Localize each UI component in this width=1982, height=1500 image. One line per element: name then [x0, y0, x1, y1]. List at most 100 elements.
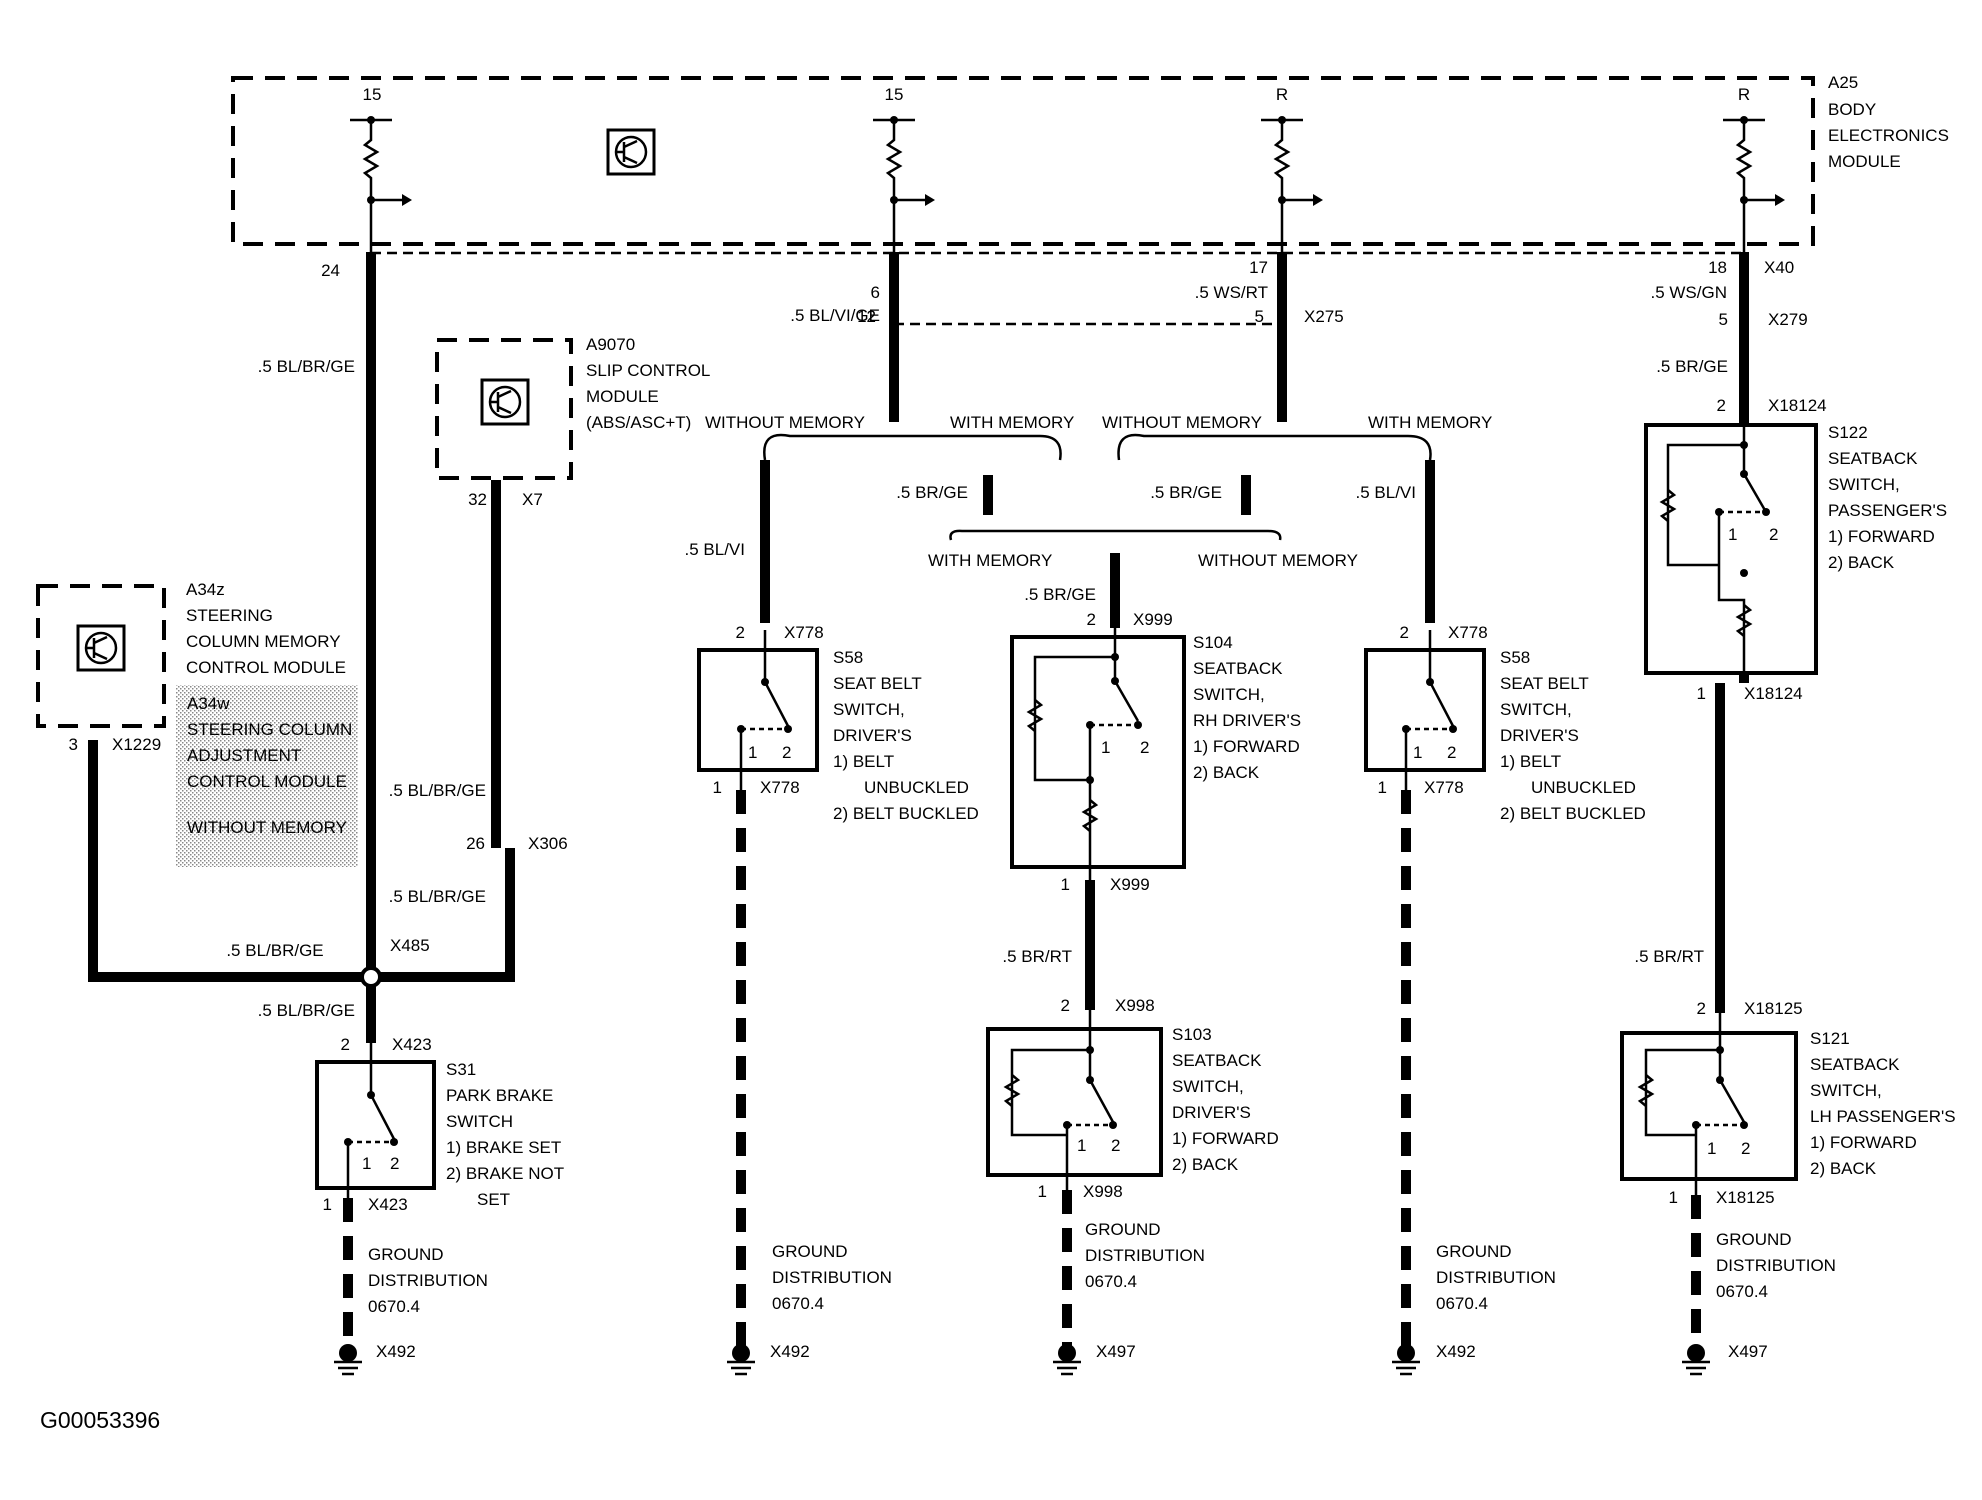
- seatback-switch-chain-middle: WITH MEMORY WITHOUT MEMORY .5 BR/GE 2 X9…: [928, 529, 1358, 1376]
- s103-pos-label-1: 1) FORWARD: [1172, 1129, 1279, 1148]
- connector-x998-bottom: X998: [1083, 1182, 1123, 1201]
- seat-belt-switch-circuit-left: 6 .5 BL/VI/GE 12 WITHOUT MEMORY WITH MEM…: [685, 252, 1074, 1376]
- wire-label-br-ge-3: .5 BR/GE: [1024, 585, 1096, 604]
- s31-id: S31: [446, 1060, 476, 1079]
- s58-left-pos-label-2: UNBUCKLED: [864, 778, 969, 797]
- a25-pullup-channels: [350, 116, 1785, 252]
- connector-x778-right-top: X778: [1448, 623, 1488, 642]
- ground-5-icon: [1682, 1344, 1710, 1376]
- connector-x999-bottom: X999: [1110, 875, 1150, 894]
- a9070-name-3: (ABS/ASC+T): [586, 413, 691, 432]
- s104-id: S104: [1193, 633, 1233, 652]
- wire-label-br-ge-1: .5 BR/GE: [896, 483, 968, 502]
- wire-label-bl-br-ge-3: .5 BL/BR/GE: [389, 887, 486, 906]
- pin-3: 3: [69, 735, 78, 754]
- ground-1-line-3: 0670.4: [368, 1297, 420, 1316]
- a34z-steering-column-memory-module: A34z STEERING COLUMN MEMORY CONTROL MODU…: [36, 580, 346, 728]
- s122-pos-1: 1: [1728, 525, 1737, 544]
- pin-6: 6: [871, 283, 880, 302]
- s58-left-pos-1: 1: [748, 743, 757, 762]
- a9070-slip-control-module: A9070 SLIP CONTROL MODULE (ABS/ASC+T): [435, 335, 710, 480]
- s121-pin-1: 1: [1669, 1188, 1678, 1207]
- s121-name-1: SEATBACK: [1810, 1055, 1900, 1074]
- connector-x40: X40: [1764, 258, 1794, 277]
- s121-name-2: SWITCH,: [1810, 1081, 1882, 1100]
- s121-pos-label-2: 2) BACK: [1810, 1159, 1877, 1178]
- a34z-id: A34z: [186, 580, 225, 599]
- s58-right-pos-2: 2: [1447, 743, 1456, 762]
- ground-4-line-1: GROUND: [1436, 1242, 1512, 1261]
- s58-right-name-3: DRIVER'S: [1500, 726, 1579, 745]
- connector-x778-left-bottom: X778: [760, 778, 800, 797]
- ground-1-connector: X492: [376, 1342, 416, 1361]
- pullup-channel-4: [1723, 116, 1785, 252]
- ground-5-line-2: DISTRIBUTION: [1716, 1256, 1836, 1275]
- ground-2-line-2: DISTRIBUTION: [772, 1268, 892, 1287]
- wire-label-ws-gn: .5 WS/GN: [1650, 283, 1727, 302]
- s58-right-pin-2: 2: [1400, 623, 1409, 642]
- ground-2-line-1: GROUND: [772, 1242, 848, 1261]
- ground-5-line-1: GROUND: [1716, 1230, 1792, 1249]
- a34w-shaded-note: A34w STEERING COLUMN ADJUSTMENT CONTROL …: [176, 685, 358, 867]
- wire-label-bl-br-ge-2: .5 BL/BR/GE: [389, 781, 486, 800]
- s103-pos-2: 2: [1111, 1136, 1120, 1155]
- option-without-memory-3: WITHOUT MEMORY: [1198, 551, 1358, 570]
- connector-x423-top: X423: [392, 1035, 432, 1054]
- s58-right-pin-1: 1: [1378, 778, 1387, 797]
- connector-x306: X306: [528, 834, 568, 853]
- connector-x18125-top: X18125: [1744, 999, 1803, 1018]
- s121-pos-label-1: 1) FORWARD: [1810, 1133, 1917, 1152]
- s31-pin-2: 2: [341, 1035, 350, 1054]
- a9070-transistor-icon: [480, 378, 530, 426]
- s31-pin-1: 1: [323, 1195, 332, 1214]
- s122-id: S122: [1828, 423, 1868, 442]
- connector-x275: X275: [1304, 307, 1344, 326]
- s58-left-pos-label-1: 1) BELT: [833, 752, 894, 771]
- s122-seatback-switch-passengers: [1644, 423, 1818, 675]
- pin-5-x279: 5: [1719, 310, 1728, 329]
- s122-name-1: SEATBACK: [1828, 449, 1918, 468]
- s121-pos-2: 2: [1741, 1139, 1750, 1158]
- s58-left-pos-2: 2: [782, 743, 791, 762]
- wire-label-bl-br-ge-4: .5 BL/BR/GE: [226, 941, 323, 960]
- s104-pos-2: 2: [1140, 738, 1149, 757]
- wire-label-bl-vi-ge: .5 BL/VI/GE: [790, 306, 880, 325]
- pullup-channel-1: [350, 116, 412, 252]
- s103-name-2: SWITCH,: [1172, 1077, 1244, 1096]
- s31-name-1: PARK BRAKE: [446, 1086, 553, 1105]
- a34z-name-3: CONTROL MODULE: [186, 658, 346, 677]
- connector-x778-left-top: X778: [784, 623, 824, 642]
- ground-2-icon: [727, 1344, 755, 1376]
- option-with-memory-3: WITH MEMORY: [928, 551, 1052, 570]
- s58-left-id: S58: [833, 648, 863, 667]
- connector-x999-top: X999: [1133, 610, 1173, 629]
- pin-26: 26: [466, 834, 485, 853]
- s58-left-name-1: SEAT BELT: [833, 674, 922, 693]
- s121-pin-2: 2: [1697, 999, 1706, 1018]
- ground-4-line-2: DISTRIBUTION: [1436, 1268, 1556, 1287]
- s58-seat-belt-switch-right: [1364, 648, 1486, 772]
- s58-right-name-2: SWITCH,: [1500, 700, 1572, 719]
- connector-x485: X485: [390, 936, 430, 955]
- a9070-name-2: MODULE: [586, 387, 659, 406]
- s103-pin-1: 1: [1038, 1182, 1047, 1201]
- ground-3-icon: [1053, 1344, 1081, 1376]
- ground-4-icon: [1392, 1344, 1420, 1376]
- connector-x998-top: X998: [1115, 996, 1155, 1015]
- a25-terminal-r-center: R: [1276, 85, 1288, 104]
- s58-left-pin-1: 1: [713, 778, 722, 797]
- ground-4-connector: X492: [1436, 1342, 1476, 1361]
- s104-pos-label-2: 2) BACK: [1193, 763, 1260, 782]
- s103-pin-2: 2: [1061, 996, 1070, 1015]
- a25-name-2: ELECTRONICS: [1828, 126, 1949, 145]
- a25-terminal-15-left: 15: [363, 85, 382, 104]
- wire-label-bl-vi-1: .5 BL/VI: [685, 540, 745, 559]
- pin-24: 24: [321, 261, 340, 280]
- diagram-id: G00053396: [40, 1407, 160, 1433]
- wire-label-bl-br-ge-1: .5 BL/BR/GE: [258, 357, 355, 376]
- a34z-name-1: STEERING: [186, 606, 273, 625]
- seatback-switch-chain-right: 18 X40 .5 WS/GN 5 X279 .5 BR/GE 2 X18124…: [1620, 252, 1956, 1376]
- s121-id: S121: [1810, 1029, 1850, 1048]
- s103-seatback-switch-drivers: [986, 1027, 1163, 1177]
- connector-x778-right-bottom: X778: [1424, 778, 1464, 797]
